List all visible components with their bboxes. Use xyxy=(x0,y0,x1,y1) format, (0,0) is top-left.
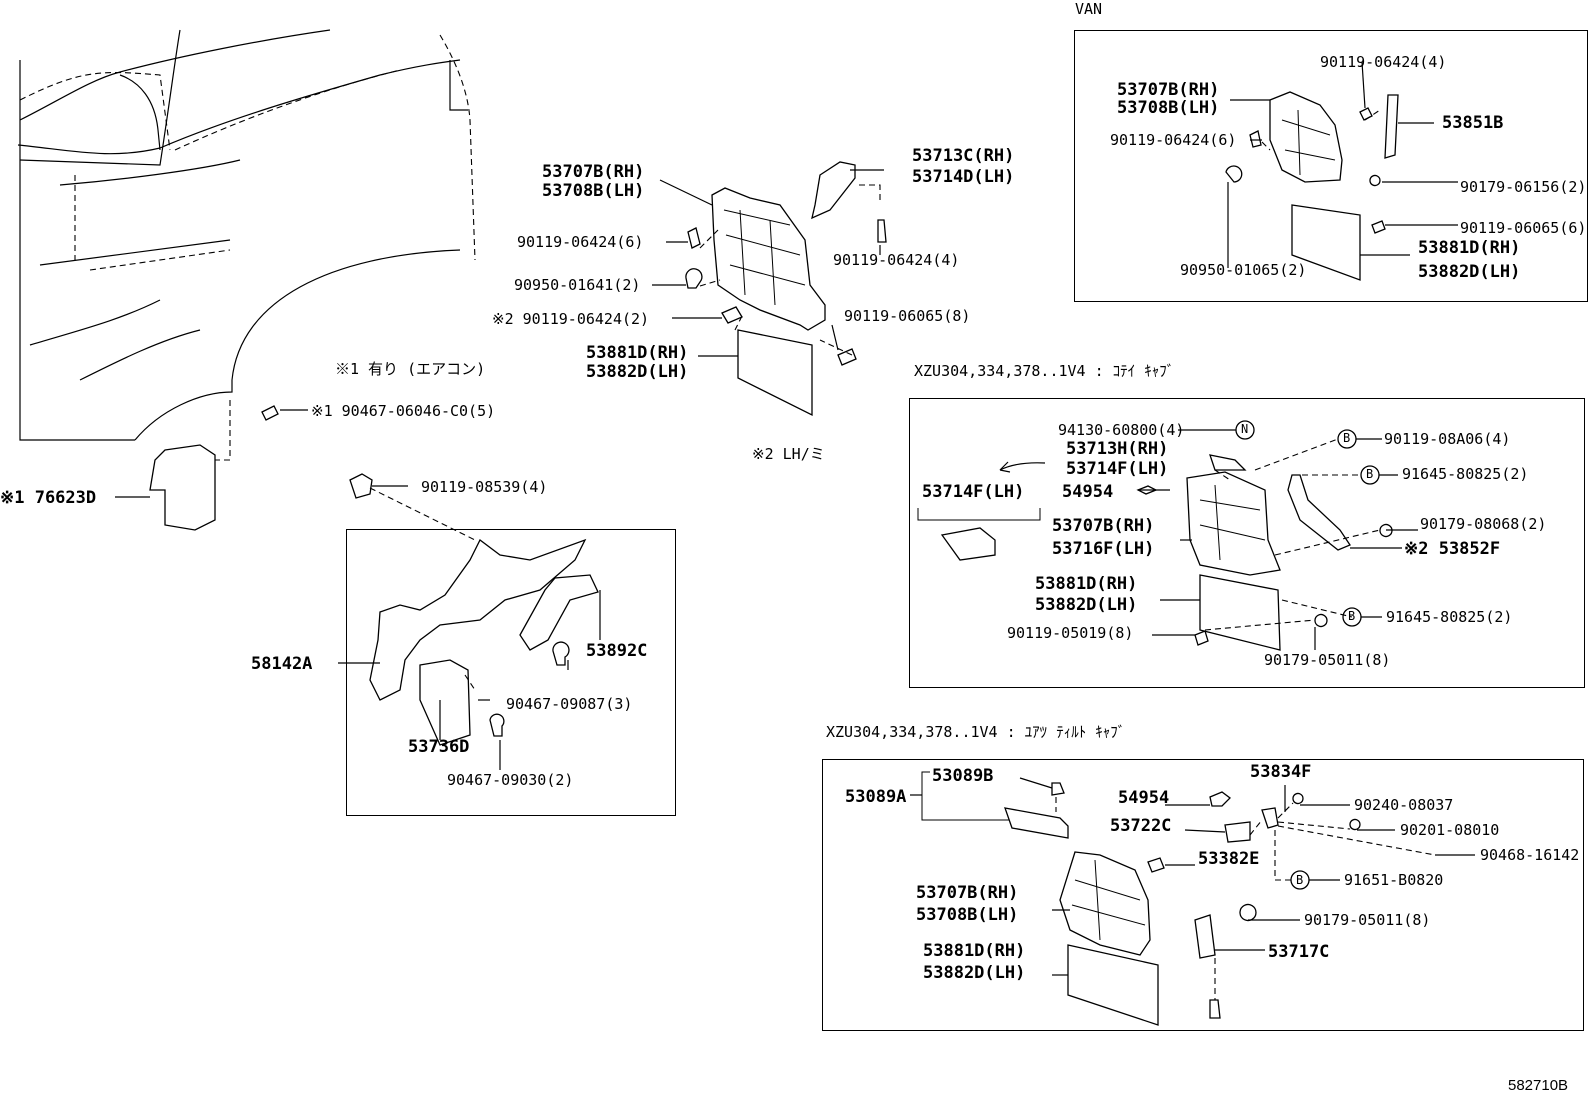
tilt-label-90240-08037: 90240-08037 xyxy=(1354,796,1454,814)
std-label-90179-08068-2: 90179-08068(2) xyxy=(1420,515,1547,533)
main-note-x1-aircon: ※1 有り (エアコン) xyxy=(335,360,486,378)
van-label-53708b-lh: 53708B(LH) xyxy=(1117,98,1220,118)
van-label-53882d-lh: 53882D(LH) xyxy=(1418,262,1521,282)
main-label-53882d-lh: 53882D(LH) xyxy=(586,362,689,382)
standard-cab-box-shapes xyxy=(917,420,1418,651)
std-label-91645-80825-2-top: 91645-80825(2) xyxy=(1402,465,1529,483)
tilt-cab-title: XZU304,334,378..1V4 : ﾕｱﾂ ﾃｨﾙﾄ ｷｬﾌﾞ xyxy=(826,723,1126,741)
main-label-90119-06424-4: 90119-06424(4) xyxy=(833,251,960,269)
tilt-label-53089a: 53089A xyxy=(845,787,907,807)
main-label-90119-06065-8: 90119-06065(8) xyxy=(844,307,971,325)
van-box xyxy=(1074,30,1588,302)
tilt-label-53089b: 53089B xyxy=(932,766,994,786)
lower-box xyxy=(346,529,676,816)
std-label-90179-05011-8: 90179-05011(8) xyxy=(1264,651,1391,669)
diagram-code: 582710B xyxy=(1508,1077,1569,1094)
van-label-90119-06424-6: 90119-06424(6) xyxy=(1110,131,1237,149)
tilt-label-54954: 54954 xyxy=(1118,788,1170,808)
tilt-label-90468-16142: 90468-16142 xyxy=(1480,846,1580,864)
std-label-54954: 54954 xyxy=(1062,482,1114,502)
std-label-53882d-lh: 53882D(LH) xyxy=(1035,595,1138,615)
tilt-label-90179-05011-8: 90179-05011(8) xyxy=(1304,911,1431,929)
tilt-label-53707b-rh: 53707B(RH) xyxy=(916,883,1019,903)
lower-box-shapes xyxy=(338,473,601,770)
lower-label-58142a: 58142A xyxy=(251,654,313,674)
mud-flap-76623d-shape xyxy=(149,444,216,531)
van-label-90950-01065-2: 90950-01065(2) xyxy=(1180,261,1307,279)
van-label-90119-06065-6: 90119-06065(6) xyxy=(1460,219,1587,237)
std-label-x2-53852f: ※2 53852F xyxy=(1404,539,1501,559)
tilt-label-53722c: 53722C xyxy=(1110,816,1172,836)
std-label-53713h-rh: 53713H(RH) xyxy=(1066,439,1169,459)
main-label-x2-90119-06424-2: ※2 90119-06424(2) xyxy=(492,310,650,328)
tilt-cab-box-shapes xyxy=(910,771,1475,1026)
tilt-label-90201-08010: 90201-08010 xyxy=(1400,821,1500,839)
main-splash-shield-shapes xyxy=(685,161,887,417)
cab-body-outline xyxy=(17,29,476,461)
main-label-x1-90467-06046-c0-5: ※1 90467-06046-C0(5) xyxy=(311,402,496,420)
main-note-x2-lh: ※2 LH/ミ xyxy=(752,445,825,463)
standard-cab-title: XZU304,334,378..1V4 : ｺﾃｲ ｷｬﾌﾞ xyxy=(914,362,1175,380)
van-box-shapes xyxy=(1225,61,1458,281)
tilt-label-53382e: 53382E xyxy=(1198,849,1260,869)
tilt-cab-box xyxy=(822,759,1584,1031)
main-label-53714d-lh: 53714D(LH) xyxy=(912,167,1015,187)
standard-cab-box xyxy=(909,398,1585,688)
tilt-marker-b: B xyxy=(1296,873,1304,887)
main-label-53708b-lh: 53708B(LH) xyxy=(542,181,645,201)
van-label-90119-06424-4: 90119-06424(4) xyxy=(1320,53,1447,71)
main-label-53707b-rh: 53707B(RH) xyxy=(542,162,645,182)
std-marker-b-1: B xyxy=(1343,431,1351,445)
tilt-label-91651-b0820: 91651-B0820 xyxy=(1344,871,1444,889)
std-label-53714f-lh: 53714F(LH) xyxy=(1066,459,1169,479)
main-label-x1-76623d: ※1 76623D xyxy=(0,488,97,508)
main-label-53881d-rh: 53881D(RH) xyxy=(586,343,689,363)
tilt-label-53881d-rh: 53881D(RH) xyxy=(923,941,1026,961)
van-label-90179-06156-2: 90179-06156(2) xyxy=(1460,178,1587,196)
van-title: VAN xyxy=(1075,0,1103,18)
lower-label-90467-09030-2: 90467-09030(2) xyxy=(447,771,574,789)
van-label-53707b-rh: 53707B(RH) xyxy=(1117,80,1220,100)
van-label-53881d-rh: 53881D(RH) xyxy=(1418,238,1521,258)
std-label-53716f-lh: 53716F(LH) xyxy=(1052,539,1155,559)
tilt-label-53717c: 53717C xyxy=(1268,942,1330,962)
tilt-label-53834f: 53834F xyxy=(1250,762,1312,782)
std-label-94130-60800-4: 94130-60800(4) xyxy=(1058,421,1185,439)
main-label-53713c-rh: 53713C(RH) xyxy=(912,146,1015,166)
std-label-90119-05019-8: 90119-05019(8) xyxy=(1007,624,1134,642)
std-label-91645-80825-2-bottom: 91645-80825(2) xyxy=(1386,608,1513,626)
std-label-53881d-rh: 53881D(RH) xyxy=(1035,574,1138,594)
std-label-53707b-rh: 53707B(RH) xyxy=(1052,516,1155,536)
clip-90467-06046-shape xyxy=(261,405,279,421)
main-label-90119-06424-6: 90119-06424(6) xyxy=(517,233,644,251)
tilt-label-53882d-lh: 53882D(LH) xyxy=(923,963,1026,983)
main-label-90950-01641-2: 90950-01641(2) xyxy=(514,276,641,294)
main-leader-lines xyxy=(652,169,884,357)
std-marker-b-3: B xyxy=(1348,609,1356,623)
lower-label-90119-08539-4: 90119-08539(4) xyxy=(421,478,548,496)
std-label-90119-08a06-4: 90119-08A06(4) xyxy=(1384,430,1511,448)
van-label-53851b: 53851B xyxy=(1442,113,1504,133)
std-label-53714f-lh-detail: 53714F(LH) xyxy=(922,482,1025,502)
lower-label-53736d: 53736D xyxy=(408,737,470,757)
std-marker-b-2: B xyxy=(1366,467,1374,481)
tilt-label-53708b-lh: 53708B(LH) xyxy=(916,905,1019,925)
std-marker-n: N xyxy=(1241,422,1249,436)
lower-label-53892c: 53892C xyxy=(586,641,648,661)
lower-label-90467-09087-3: 90467-09087(3) xyxy=(506,695,633,713)
